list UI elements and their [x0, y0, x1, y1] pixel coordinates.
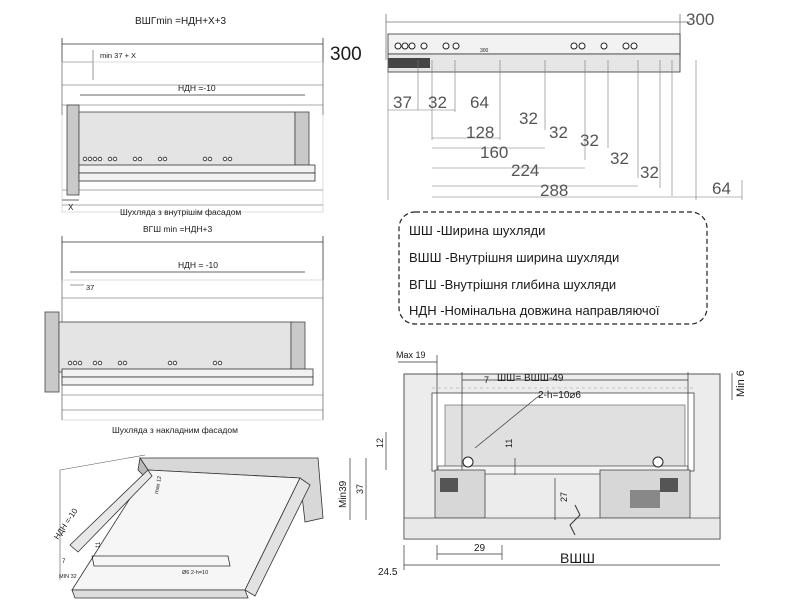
inner-facade-drawing: ВШГmin =НДН+X+3 min 37 + X НДН =-10	[61, 16, 324, 217]
legend-box	[398, 211, 708, 325]
dim-128: 128	[466, 123, 494, 142]
rail-middle	[61, 368, 314, 378]
dim-32-f: 32	[640, 163, 659, 182]
vshsh-label: ВШШ	[560, 550, 595, 566]
inner-facade-caption: Шухляда з внутрішім фасадом	[120, 207, 241, 217]
side-length-label: 300	[330, 44, 362, 65]
dim-37: 37	[393, 93, 412, 112]
isometric-drawer: НДН =-10 max 12 7 11 MIN 32 Ø6 2-h=10	[52, 454, 324, 599]
dim-32-d: 32	[580, 131, 599, 150]
drawer-back-middle	[290, 321, 306, 373]
seven-label: 7	[484, 375, 489, 385]
dim-29-label: 29	[474, 543, 486, 554]
dim-27-label: 27	[559, 492, 569, 502]
hole-label: 2-h=10⌀6	[538, 390, 581, 401]
overlay-facade-caption: Шухляда з накладним фасадом	[112, 425, 238, 435]
seven-label-iso: 7	[62, 559, 66, 565]
x-label: X	[68, 203, 74, 212]
dim-32-b: 32	[519, 109, 538, 128]
ndn-label-middle: НДН = -10	[178, 260, 218, 270]
dim-64-b: 64	[712, 179, 731, 198]
dim-160: 160	[480, 143, 508, 162]
legend: ШШ -Ширина шухляди ВШШ -Внутрішня ширина…	[398, 211, 708, 325]
max12-label: max 12	[154, 476, 163, 495]
cross-section: Max 19 7 ШШ= ВШШ-49 2-h=10⌀6 Min 6 12 11…	[338, 350, 747, 578]
drawer-back	[294, 111, 310, 168]
rail	[78, 164, 316, 174]
dim-32-e: 32	[610, 149, 629, 168]
legend-item-shsh: ШШ -Ширина шухляди	[409, 223, 545, 238]
dim-12-label: 12	[375, 438, 385, 448]
dim-11-label: 11	[504, 439, 514, 448]
dim-37-middle: 37	[86, 283, 94, 292]
ndn-label-iso: НДН =-10	[52, 506, 80, 541]
rail-lower	[78, 172, 316, 182]
dim-64: 64	[470, 93, 489, 112]
dim-32-a: 32	[428, 93, 447, 112]
min32-label: MIN 32	[59, 574, 77, 580]
overlay-facade	[44, 311, 60, 393]
legend-item-ndn: НДН -Номінальна довжина направляючої	[409, 303, 660, 318]
dim-288: 288	[540, 181, 568, 200]
dim-37-label: 37	[355, 484, 365, 494]
rail-hole-pattern: 300 300	[385, 10, 743, 200]
inner-facade	[66, 104, 80, 196]
shsh-formula: ШШ= ВШШ-49	[497, 373, 564, 384]
eleven-label-iso: 11	[96, 541, 102, 548]
vshg-formula: ВШГmin =НДН+X+3	[135, 16, 227, 27]
dim-32-c: 32	[549, 123, 568, 142]
legend-item-vshsh: ВШШ -Внутрішня ширина шухляди	[409, 250, 619, 265]
min37x-label: min 37 + X	[100, 51, 136, 60]
ndn-label-top: НДН =-10	[178, 83, 216, 93]
rail-middle-lower	[61, 376, 314, 386]
rail-length-label: 300	[686, 10, 714, 29]
rail-holes	[394, 42, 638, 50]
min39-label: Min39	[338, 480, 349, 508]
max19-label: Max 19	[396, 350, 426, 360]
vgsh-formula: ВГШ min =НДН+3	[143, 224, 212, 234]
dim-245-label: 24.5	[378, 567, 398, 578]
rail-length-text: 300	[480, 48, 489, 54]
hole-label-iso: Ø6 2-h=10	[182, 570, 208, 576]
dim-224: 224	[511, 161, 539, 180]
min6-label: Min 6	[735, 370, 747, 397]
overlay-facade-drawing: ВГШ min =НДН+3 НДН = -10 37 Шухляда з на…	[44, 224, 324, 435]
legend-item-vgsh: ВГШ -Внутрішня глибина шухляди	[409, 277, 616, 292]
